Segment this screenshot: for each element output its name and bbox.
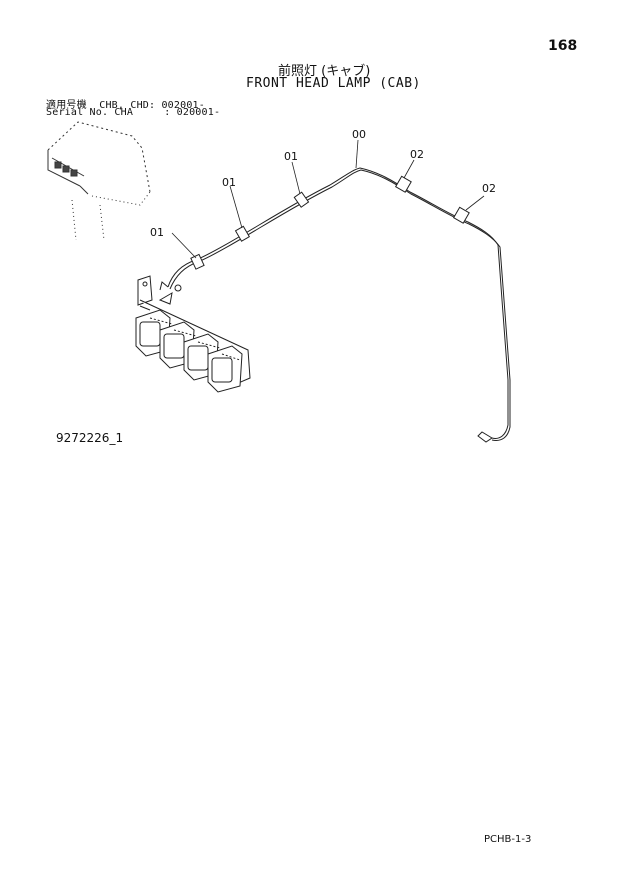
clip-01-c xyxy=(293,191,310,208)
lamp-4 xyxy=(207,345,243,393)
catalog-page-code: PCHB-1-3 xyxy=(484,834,532,845)
callout-01-b: 01 xyxy=(222,176,236,189)
title-japanese: 前照灯 (キャブ) xyxy=(278,64,371,79)
harness-clips xyxy=(190,175,470,270)
callout-01-a: 01 xyxy=(150,226,164,239)
wiring-harness xyxy=(159,167,511,443)
serial-applicability-line: 適用号機 CHB, CHD: 002001- xyxy=(46,100,205,111)
callout-leaders xyxy=(171,139,485,259)
clip-01-b xyxy=(234,225,251,242)
callout-01-c: 01 xyxy=(284,150,298,163)
cab-locator-sketch xyxy=(47,121,151,241)
head-lamp-assembly xyxy=(135,275,251,393)
page-number: 168 xyxy=(548,38,578,54)
callout-00: 00 xyxy=(352,128,366,141)
clip-02-a xyxy=(394,175,412,193)
clip-02-b xyxy=(452,206,470,224)
callout-02-a: 02 xyxy=(410,148,424,161)
serial-number-line: Serial No. CHA : 020001- xyxy=(46,107,221,118)
title-english: FRONT HEAD LAMP (CAB) xyxy=(246,76,421,91)
drawing-number: 9272226_1 xyxy=(56,431,124,445)
callout-02-b: 02 xyxy=(482,182,496,195)
